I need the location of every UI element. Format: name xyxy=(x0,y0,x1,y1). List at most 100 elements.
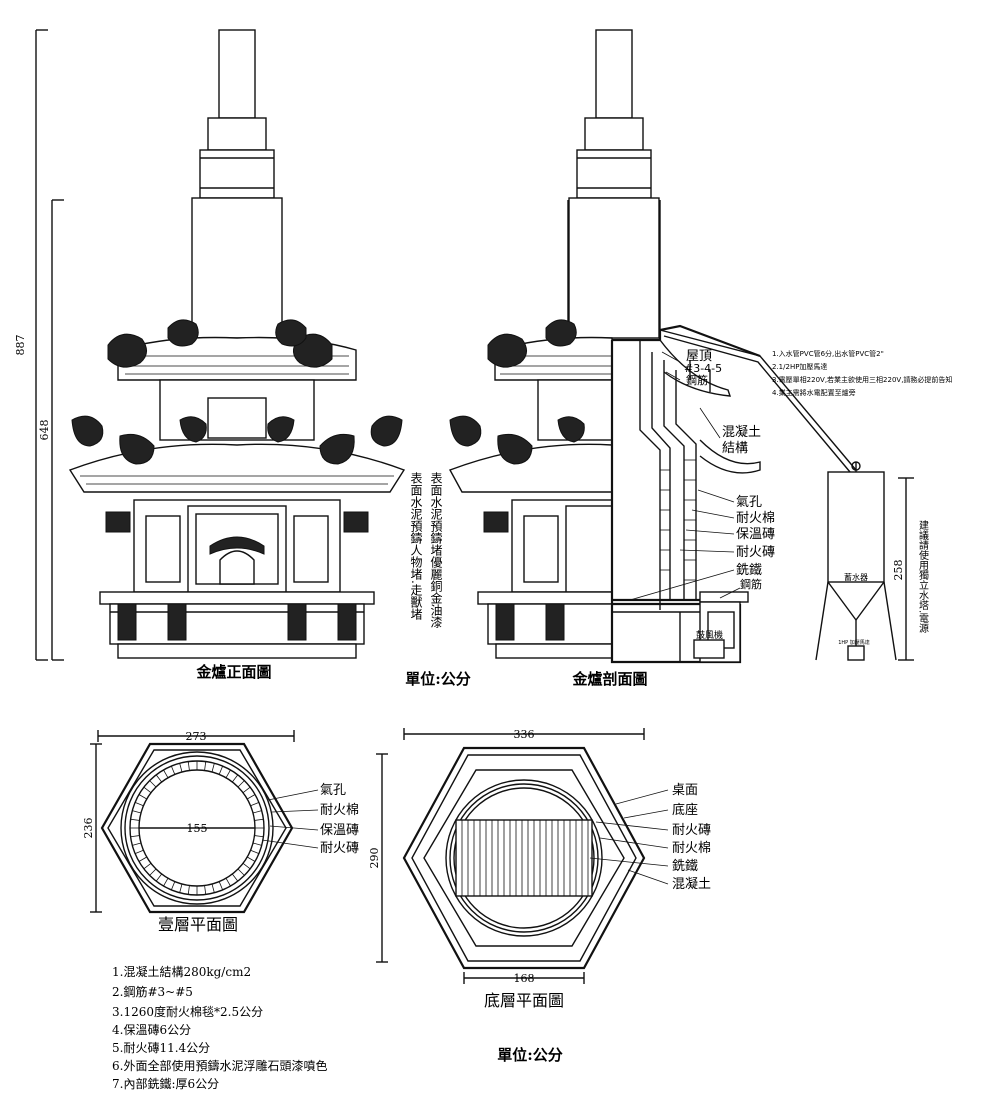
base-label-table-top: 桌面 xyxy=(672,783,698,798)
spec-note-3: 3.電壓單相220V,若業主欲使用三相220V,請務必提前告知 xyxy=(772,375,952,384)
chimney-body xyxy=(191,197,283,339)
label-fire-brick: 耐火磚 xyxy=(736,545,775,560)
material-note-3: 3.1260度耐火棉毯*2.5公分 xyxy=(112,1004,263,1019)
brick-joint xyxy=(204,761,207,771)
base-label-base: 底座 xyxy=(672,802,698,818)
brick-joint xyxy=(250,849,260,855)
tower-vertical-note: 建議請使用獨立水塔.電源 xyxy=(917,519,929,634)
spec-note-1: 1.入水管PVC管6分,出水管PVC管2" xyxy=(772,349,884,358)
base-label-fire-brick: 耐火磚 xyxy=(672,823,711,838)
plan1-width-label: 273 xyxy=(186,730,207,743)
brick-joint xyxy=(132,842,142,846)
brick-joint xyxy=(179,883,183,893)
brick-joint xyxy=(187,885,190,895)
brick-joint xyxy=(170,881,176,891)
base-ring xyxy=(445,779,603,937)
material-note-5: 5.耐火磚11.4公分 xyxy=(112,1041,210,1055)
brick-joint xyxy=(247,794,256,800)
label-blower: 鼓風機 xyxy=(696,629,723,641)
brick-joint xyxy=(252,842,262,846)
base-plinth xyxy=(109,603,365,645)
vertical-notes: 表面水泥預鑄堵優麗銅金油漆 表面水泥預鑄人物堵.走獸堵 xyxy=(409,472,443,628)
spec-note-2: 2.1/2HP加壓馬達 xyxy=(772,362,827,371)
material-note-4: 4.保溫磚6公分 xyxy=(112,1023,191,1037)
base-label-cast-iron: 銑鐵 xyxy=(672,858,698,874)
brick-joint xyxy=(231,774,239,783)
base-width-label: 336 xyxy=(514,728,535,741)
plan1-label-air-hole: 氣孔 xyxy=(320,783,346,798)
water-tower: 蓄水器 1HP 加壓馬達 258 建議請使用獨立水塔.電源 xyxy=(815,461,929,661)
lower-roof xyxy=(68,443,406,493)
first-floor-plan: 273 236 155 氣孔 耐火棉 保溫磚 耐火磚 壹層平面圖 xyxy=(82,730,359,934)
base-grate xyxy=(455,819,593,897)
table-top xyxy=(99,591,375,605)
brick-joint xyxy=(237,868,245,876)
brick-joint xyxy=(132,810,142,814)
brick-joint xyxy=(254,835,264,838)
brick-joint xyxy=(155,873,163,882)
material-notes: 1.混凝土結構280kg/cm2 2.鋼筋#3~#5 3.1260度耐火棉毯*2… xyxy=(112,964,327,1091)
material-note-2: 2.鋼筋#3~#5 xyxy=(112,984,193,999)
dim-total-label: 887 xyxy=(14,335,27,356)
section-view-caption: 金爐剖面圖 xyxy=(571,670,647,688)
base-foot xyxy=(117,643,357,659)
tank-label: 蓄水器 xyxy=(844,572,868,582)
brick-joint xyxy=(179,763,183,773)
plan1-height-label: 236 xyxy=(82,818,95,839)
chimney-collar xyxy=(207,117,267,151)
chimney-top xyxy=(218,29,256,119)
brick-joint xyxy=(225,878,231,887)
brick-joint xyxy=(231,873,239,882)
label-fire-blanket: 耐火棉 xyxy=(736,511,775,526)
brick-joint xyxy=(134,801,144,807)
base-label-concrete: 混凝土 xyxy=(672,876,711,892)
brick-joint xyxy=(138,856,147,862)
brick-joint xyxy=(225,769,231,778)
base-label-fire-blanket: 耐火棉 xyxy=(672,841,711,856)
material-note-1: 1.混凝土結構280kg/cm2 xyxy=(112,964,251,979)
dim-lower-label: 648 xyxy=(38,420,51,441)
dim-tower-label: 258 xyxy=(892,560,905,581)
plan1-caption: 壹層平面圖 xyxy=(158,915,238,934)
brick-joint xyxy=(143,786,152,794)
section-leaders xyxy=(629,351,741,601)
fire-door xyxy=(219,550,255,585)
plan1-label-insulation: 保溫磚 xyxy=(320,823,359,838)
brick-joint xyxy=(247,856,256,862)
front-view-caption: 金爐正面圖 xyxy=(195,663,271,681)
label-roof: 屋頂 xyxy=(686,349,712,364)
brick-joint xyxy=(218,881,224,891)
vertical-note-1: 表面水泥預鑄堵優麗銅金油漆 xyxy=(429,472,443,628)
dimension-887: 887 xyxy=(14,29,48,661)
brick-joint xyxy=(155,774,163,783)
brick-joint xyxy=(134,849,144,855)
brick-joint xyxy=(187,761,190,771)
material-note-7: 7.內部銑鐵:厚6公分 xyxy=(112,1076,219,1091)
plan1-label-fire-blanket: 耐火棉 xyxy=(320,803,359,818)
brick-joint xyxy=(254,818,264,821)
label-concrete: 混凝土 xyxy=(722,424,761,440)
plan1-inner-label: 155 xyxy=(187,822,208,835)
plan1-brick-ring xyxy=(130,761,264,895)
upper-tier-panel xyxy=(207,397,267,439)
base-inner-label: 168 xyxy=(514,972,535,985)
brick-joint xyxy=(149,780,157,788)
plan1-hexagon-outer xyxy=(100,742,294,914)
pump-label: 1HP 加壓馬達 xyxy=(838,639,870,646)
brick-joint xyxy=(252,810,262,814)
label-rebar-top: 鋼筋 xyxy=(686,373,708,387)
brick-joint xyxy=(242,786,251,794)
brick-joint xyxy=(218,765,224,775)
label-structure: 結構 xyxy=(722,441,748,456)
unit-label-bottom: 單位:公分 xyxy=(497,1046,563,1064)
vertical-note-2: 表面水泥預鑄人物堵.走獸堵 xyxy=(409,472,423,621)
base-height-label: 290 xyxy=(368,848,381,869)
pump xyxy=(847,645,865,661)
plan1-label-fire-brick: 耐火磚 xyxy=(320,841,359,856)
brick-joint xyxy=(211,763,215,773)
brick-joint xyxy=(204,885,207,895)
brick-joint xyxy=(130,818,140,821)
dragon-ornaments xyxy=(71,319,403,465)
chimney-band xyxy=(199,149,275,199)
